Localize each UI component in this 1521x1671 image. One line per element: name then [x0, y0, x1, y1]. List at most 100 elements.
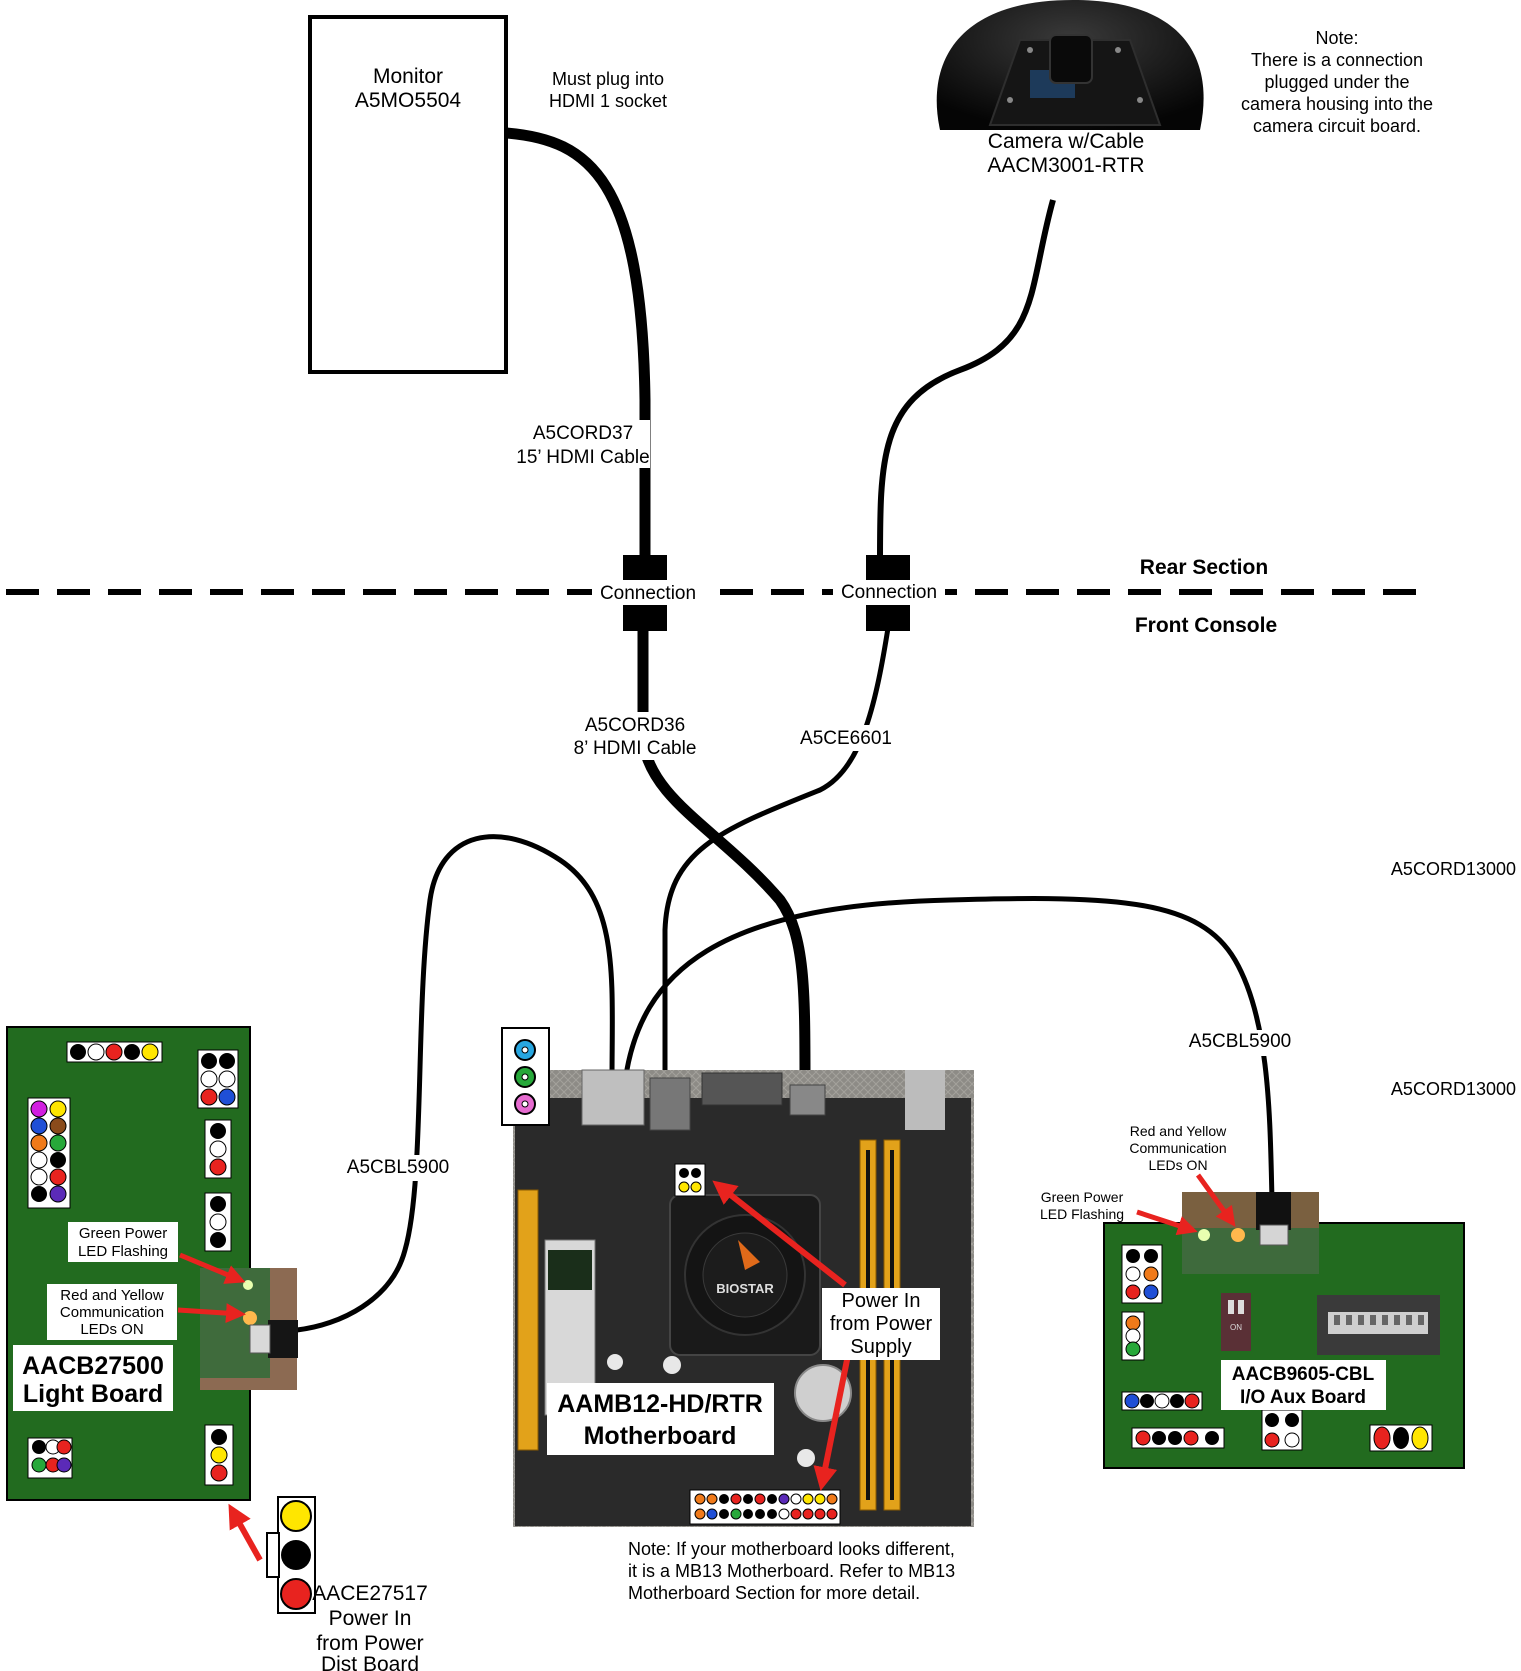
mb-audio-jacks — [502, 1028, 549, 1125]
io-board-title: AACB9605-CBL I/O Aux Board — [1221, 1360, 1386, 1410]
light-green-line2: LED Flashing — [78, 1243, 168, 1260]
light-board-power-connector — [205, 1425, 233, 1485]
front-hdmi-part: A5CORD36 — [585, 715, 685, 736]
rear-hdmi-desc: 15’ HDMI Cable — [516, 447, 649, 468]
io-board-part: AACB9605-CBL — [1232, 1364, 1375, 1385]
io-connector-bottom-right — [1370, 1425, 1432, 1451]
mb-power-line3: Supply — [850, 1336, 911, 1358]
camera-part: AACM3001-RTR — [987, 154, 1144, 177]
light-board-title: AACB27500 Light Board — [13, 1345, 173, 1411]
power-in-line2: from Power — [316, 1632, 423, 1655]
io-switch-label: ON — [1230, 1323, 1242, 1332]
io-red-yellow-led — [1231, 1228, 1245, 1242]
mb-pcie-slot — [518, 1190, 538, 1450]
mb-name: Motherboard — [584, 1422, 737, 1450]
camera-note-line4: camera housing into the — [1241, 94, 1433, 114]
motherboard: BIOSTAR — [502, 1028, 974, 1603]
mb-note-line2: it is a MB13 Motherboard. Refer to MB13 — [628, 1561, 955, 1581]
io-board-led-inset — [1182, 1192, 1319, 1274]
front-hdmi-desc: 8’ HDMI Cable — [574, 738, 697, 759]
cord-label-top: A5CORD13000 — [1391, 859, 1516, 879]
light-green-line1: Green Power — [79, 1225, 167, 1242]
camera-lens — [1050, 35, 1092, 83]
light-red-line1: Red and Yellow — [60, 1287, 164, 1304]
light-board-top-connector — [67, 1042, 162, 1062]
mb-brand: BIOSTAR — [716, 1281, 774, 1296]
power-in-arrow — [232, 1510, 260, 1560]
mb-small-connector — [675, 1164, 705, 1196]
camera-connection-label: Connection — [841, 582, 937, 603]
io-connector-left-1 — [1122, 1245, 1162, 1303]
camera-note-line1: Note: — [1315, 28, 1358, 48]
camera-name: Camera w/Cable — [988, 130, 1144, 153]
mb-power-label: Power In from Power Supply — [822, 1288, 940, 1360]
camera-cable — [880, 200, 1053, 563]
light-board-right-connector-3 — [205, 1193, 231, 1251]
light-red-line2: Communication — [60, 1304, 164, 1321]
light-board: Green Power LED Flashing Red and Yellow … — [7, 1027, 298, 1500]
camera-note-line2: There is a connection — [1251, 50, 1423, 70]
io-green-led — [1198, 1229, 1210, 1241]
io-connector-bottom-row — [1132, 1428, 1224, 1448]
front-console-label: Front Console — [1135, 614, 1277, 637]
light-board-right-connector-2 — [205, 1120, 231, 1178]
light-board-left-connector — [28, 1098, 70, 1208]
green-led — [243, 1280, 253, 1290]
monitor-name: Monitor — [373, 65, 443, 88]
camera-connector-top — [866, 555, 910, 583]
light-board-part: AACB27500 — [22, 1352, 164, 1380]
mb-atx-power-connector — [690, 1490, 840, 1524]
monitor-note-2: HDMI 1 socket — [549, 91, 667, 111]
camera-ext-cable — [665, 628, 888, 1080]
power-in-part: AACE27517 — [312, 1582, 428, 1605]
monitor-part: A5MO5504 — [355, 89, 462, 112]
usb-plug-light — [268, 1320, 298, 1358]
camera-ext-part: A5CE6601 — [800, 728, 892, 749]
io-red-line1: Red and Yellow — [1130, 1123, 1227, 1139]
mb-note-line1: Note: If your motherboard looks differen… — [628, 1539, 955, 1559]
power-in-line1: Power In — [329, 1607, 412, 1630]
io-connector-bottom-center — [1262, 1410, 1302, 1450]
light-board-green-label: Green Power LED Flashing — [68, 1222, 178, 1262]
mb-part: AAMB12-HD/RTR — [557, 1390, 763, 1418]
io-connector-left-2 — [1122, 1312, 1144, 1360]
camera-note-line3: plugged under the — [1264, 72, 1409, 92]
cord-label-bottom: A5CORD13000 — [1391, 1079, 1516, 1099]
io-red-label: Red and Yellow Communication LEDs ON — [1129, 1123, 1227, 1173]
mb-power-line2: from Power — [830, 1313, 933, 1335]
io-red-line3: LEDs ON — [1148, 1157, 1207, 1173]
io-board-name: I/O Aux Board — [1240, 1387, 1366, 1408]
light-board-led-inset — [200, 1268, 298, 1390]
io-green-line2: LED Flashing — [1040, 1206, 1124, 1222]
hdmi-connector-top — [623, 555, 667, 583]
power-in-line3: Dist Board — [321, 1653, 419, 1671]
light-board-name: Light Board — [23, 1380, 163, 1408]
section-divider: Connection Connection Rear Section Front… — [6, 555, 1425, 637]
light-board-red-label: Red and Yellow Communication LEDs ON — [47, 1284, 177, 1340]
usb-light-part: A5CBL5900 — [347, 1157, 449, 1178]
io-red-line2: Communication — [1129, 1140, 1226, 1156]
mb-power-line1: Power In — [842, 1290, 921, 1312]
red-yellow-led — [243, 1311, 257, 1325]
rear-section-label: Rear Section — [1140, 556, 1268, 579]
hdmi-connection-label: Connection — [600, 583, 696, 604]
mb-usb-ports — [650, 1078, 690, 1130]
io-green-line1: Green Power — [1041, 1189, 1124, 1205]
rear-hdmi-part: A5CORD37 — [533, 423, 633, 444]
cable-labels: A5CORD37 15’ HDMI Cable — [500, 420, 650, 468]
usb-plug-io — [1256, 1192, 1291, 1230]
rear-hdmi-cable — [507, 133, 645, 563]
mb-vga-port — [702, 1073, 782, 1105]
camera: Camera w/Cable AACM3001-RTR Note: There … — [937, 0, 1433, 177]
io-green-label: Green Power LED Flashing — [1040, 1189, 1124, 1222]
mb-lan-port — [582, 1070, 644, 1125]
io-dip-switch-large — [1317, 1295, 1440, 1355]
monitor-note-1: Must plug into — [552, 69, 664, 89]
mb-heatsink: BIOSTAR — [670, 1195, 820, 1355]
usb-io-part: A5CBL5900 — [1189, 1031, 1291, 1052]
mb-title: AAMB12-HD/RTR Motherboard — [547, 1383, 774, 1455]
io-connector-bottom-left — [1122, 1392, 1202, 1410]
camera-note-line5: camera circuit board. — [1253, 116, 1421, 136]
hdmi-connector-bottom — [623, 603, 667, 631]
power-in-connector: AACE27517 Power In from Power Dist Board — [232, 1497, 428, 1671]
